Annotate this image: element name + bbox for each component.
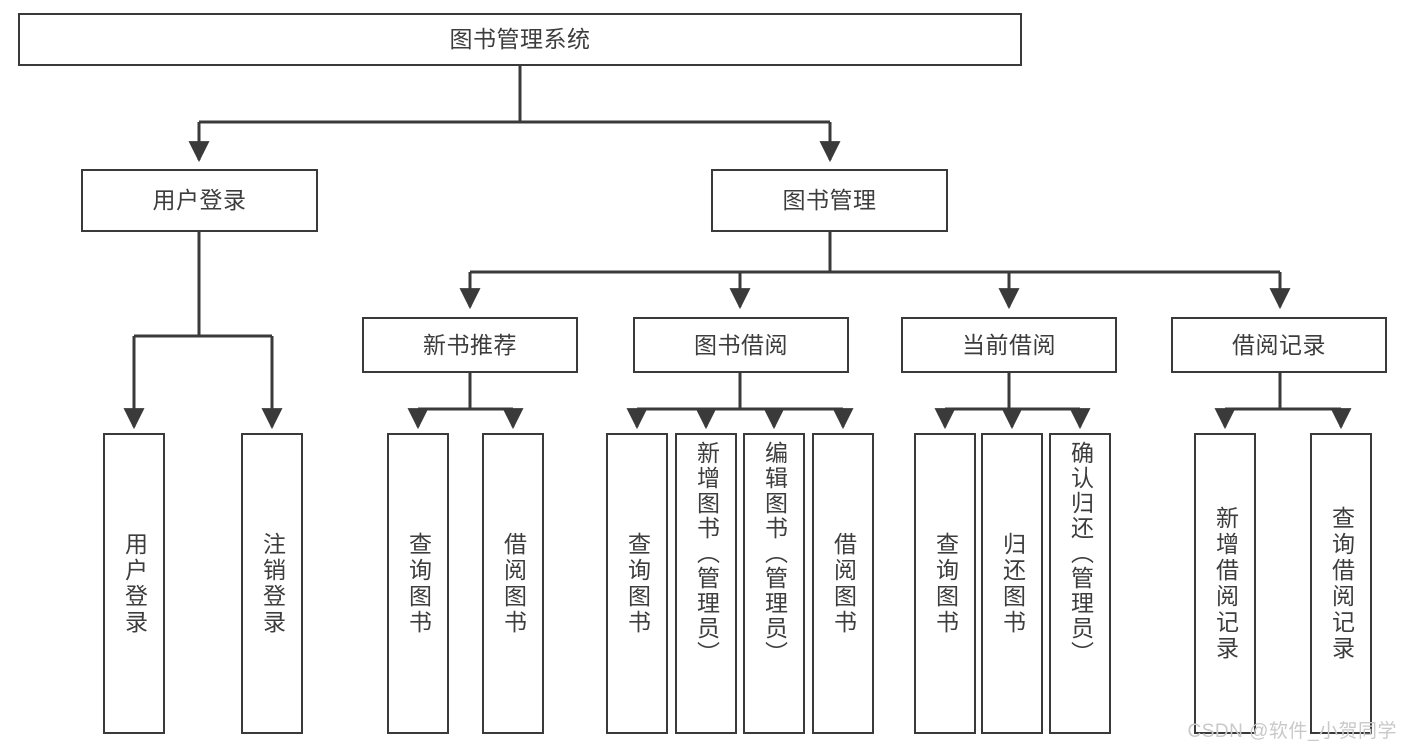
leaf-confirm-return[interactable]: 确认归还（管理员） bbox=[1049, 433, 1111, 734]
csdn-watermark: CSDN @软件_小贺同学 bbox=[1187, 721, 1397, 742]
node-borrow-record-label: 借阅记录 bbox=[1232, 331, 1326, 358]
node-book-management[interactable]: 图书管理 bbox=[711, 169, 948, 232]
leaf-query-book-1-label: 查询图书 bbox=[405, 531, 432, 636]
leaf-logout-login[interactable]: 注销登录 bbox=[241, 433, 303, 734]
node-current-borrow-label: 当前借阅 bbox=[962, 331, 1056, 358]
leaf-query-book-2-label: 查询图书 bbox=[624, 531, 651, 636]
node-new-book-recommend[interactable]: 新书推荐 bbox=[362, 317, 578, 373]
leaf-borrow-book-2-label: 借阅图书 bbox=[830, 531, 857, 636]
leaf-logout-login-label: 注销登录 bbox=[259, 531, 286, 636]
leaf-confirm-return-label: 确认归还（管理员） bbox=[1067, 441, 1094, 666]
leaf-borrow-book-1[interactable]: 借阅图书 bbox=[482, 433, 544, 734]
leaf-return-book[interactable]: 归还图书 bbox=[981, 433, 1043, 734]
leaf-user-login-label: 用户登录 bbox=[121, 531, 148, 636]
node-borrow-record[interactable]: 借阅记录 bbox=[1171, 317, 1387, 373]
leaf-user-login[interactable]: 用户登录 bbox=[103, 433, 165, 734]
leaf-return-book-label: 归还图书 bbox=[999, 531, 1026, 636]
leaf-query-book-1[interactable]: 查询图书 bbox=[387, 433, 449, 734]
node-book-borrow-label: 图书借阅 bbox=[694, 331, 788, 358]
node-current-borrow[interactable]: 当前借阅 bbox=[901, 317, 1117, 373]
leaf-edit-book[interactable]: 编辑图书（管理员） bbox=[743, 433, 805, 734]
node-user-login-label: 用户登录 bbox=[152, 187, 247, 214]
leaf-add-book-label: 新增图书（管理员） bbox=[693, 441, 720, 666]
leaf-borrow-book-1-label: 借阅图书 bbox=[500, 531, 527, 636]
leaf-add-record-label: 新增借阅记录 bbox=[1212, 505, 1239, 662]
node-new-book-recommend-label: 新书推荐 bbox=[423, 331, 517, 358]
leaf-query-book-3-label: 查询图书 bbox=[932, 531, 959, 636]
leaf-add-record[interactable]: 新增借阅记录 bbox=[1194, 433, 1256, 734]
node-user-login[interactable]: 用户登录 bbox=[81, 169, 318, 232]
leaf-query-book-2[interactable]: 查询图书 bbox=[606, 433, 668, 734]
leaf-query-record[interactable]: 查询借阅记录 bbox=[1310, 433, 1372, 734]
node-book-management-label: 图书管理 bbox=[782, 187, 877, 214]
node-root-system[interactable]: 图书管理系统 bbox=[18, 13, 1022, 66]
leaf-borrow-book-2[interactable]: 借阅图书 bbox=[812, 433, 874, 734]
leaf-edit-book-label: 编辑图书（管理员） bbox=[761, 441, 788, 666]
leaf-add-book[interactable]: 新增图书（管理员） bbox=[675, 433, 737, 734]
leaf-query-book-3[interactable]: 查询图书 bbox=[914, 433, 976, 734]
node-root-system-label: 图书管理系统 bbox=[449, 26, 591, 53]
leaf-query-record-label: 查询借阅记录 bbox=[1328, 505, 1355, 662]
node-book-borrow[interactable]: 图书借阅 bbox=[633, 317, 849, 373]
